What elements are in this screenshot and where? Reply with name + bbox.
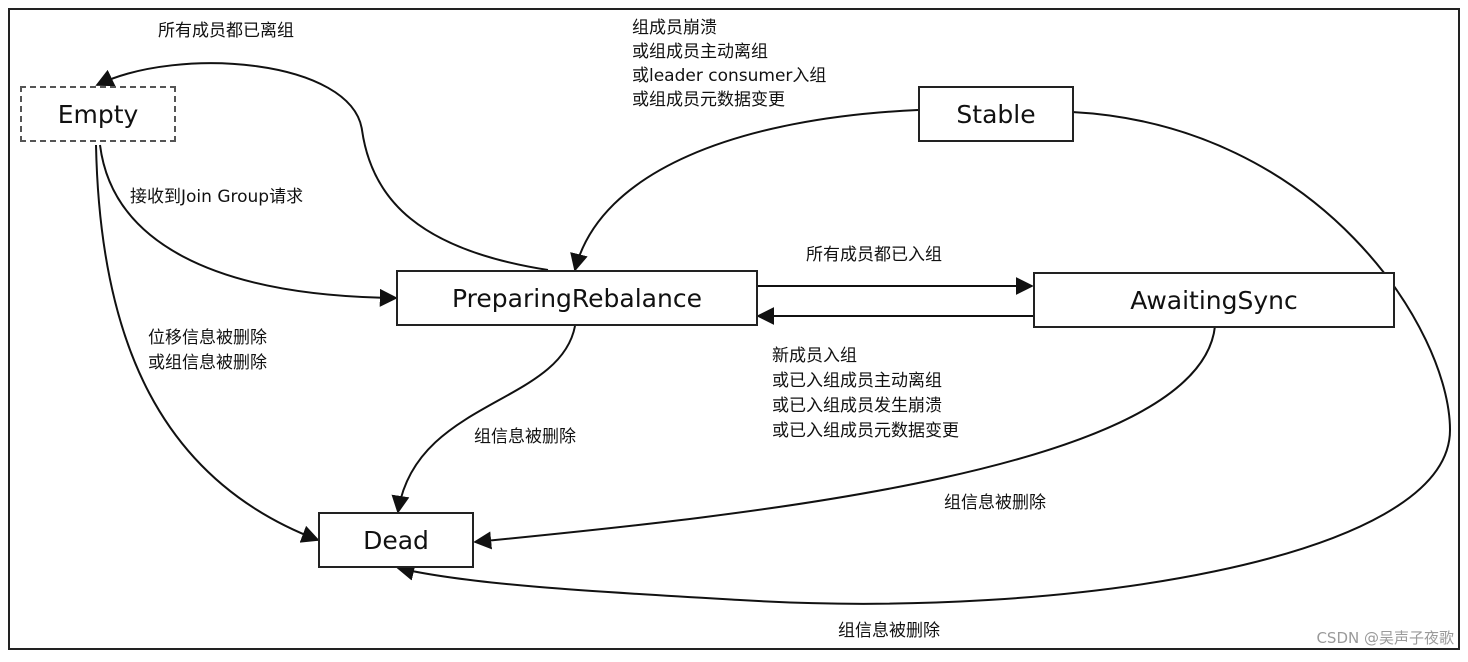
label-line: 或组成员主动离组 [632, 42, 768, 62]
label-all-joined-text: 所有成员都已入组 [806, 245, 942, 265]
label-all-left: 所有成员都已离组 [158, 20, 294, 43]
state-empty: Empty [20, 86, 176, 142]
state-empty-label: Empty [57, 99, 139, 129]
label-awaiting-to-dead-text: 组信息被删除 [944, 493, 1046, 513]
diagram-frame [8, 8, 1460, 650]
label-join-request-text: 接收到Join Group请求 [130, 187, 304, 207]
label-stable-to-dead: 组信息被删除 [838, 620, 940, 643]
label-line: 或已入组成员主动离组 [772, 371, 942, 391]
label-line: 或组信息被删除 [148, 353, 267, 373]
arrow-awaiting-to-dead [473, 325, 1216, 550]
arrow-stable-to-preparing [570, 109, 919, 272]
label-empty-to-dead: 位移信息被删除 或组信息被删除 [148, 326, 267, 376]
state-stable: Stable [918, 86, 1074, 142]
label-line: 组成员崩溃 [632, 18, 717, 38]
state-awaiting-sync-label: AwaitingSync [1130, 285, 1298, 315]
state-preparing-rebalance-label: PreparingRebalance [452, 283, 702, 313]
label-line: 或组成员元数据变更 [632, 90, 785, 110]
label-line: 位移信息被删除 [148, 328, 267, 348]
label-all-joined: 所有成员都已入组 [806, 244, 942, 267]
label-line: 或leader consumer入组 [632, 66, 827, 86]
state-dead-label: Dead [363, 525, 429, 555]
arrow-preparing-to-empty [95, 62, 549, 271]
label-awaiting-to-preparing: 新成员入组 或已入组成员主动离组 或已入组成员发生崩溃 或已入组成员元数据变更 [772, 344, 959, 444]
label-line: 新成员入组 [772, 346, 857, 366]
watermark: CSDN @吴声子夜歌 [1316, 629, 1454, 647]
label-stable-to-dead-text: 组信息被删除 [838, 621, 940, 641]
label-all-left-text: 所有成员都已离组 [158, 21, 294, 41]
label-preparing-to-dead-text: 组信息被删除 [474, 427, 576, 447]
state-dead: Dead [318, 512, 474, 568]
state-preparing-rebalance: PreparingRebalance [396, 270, 758, 326]
label-preparing-to-dead: 组信息被删除 [474, 426, 576, 449]
label-awaiting-to-dead: 组信息被删除 [944, 492, 1046, 515]
state-awaiting-sync: AwaitingSync [1033, 272, 1395, 328]
arrow-empty-to-preparing [99, 144, 398, 307]
label-join-request: 接收到Join Group请求 [130, 186, 303, 209]
arrow-stable-to-dead [396, 111, 1452, 605]
label-stable-to-preparing: 组成员崩溃 或组成员主动离组 或leader consumer入组 或组成员元数… [632, 16, 826, 112]
arrow-preparing-to-dead [391, 325, 576, 514]
label-line: 或已入组成员元数据变更 [772, 421, 959, 441]
label-line: 或已入组成员发生崩溃 [772, 396, 942, 416]
state-stable-label: Stable [956, 99, 1036, 129]
arrow-empty-to-dead [95, 144, 320, 543]
